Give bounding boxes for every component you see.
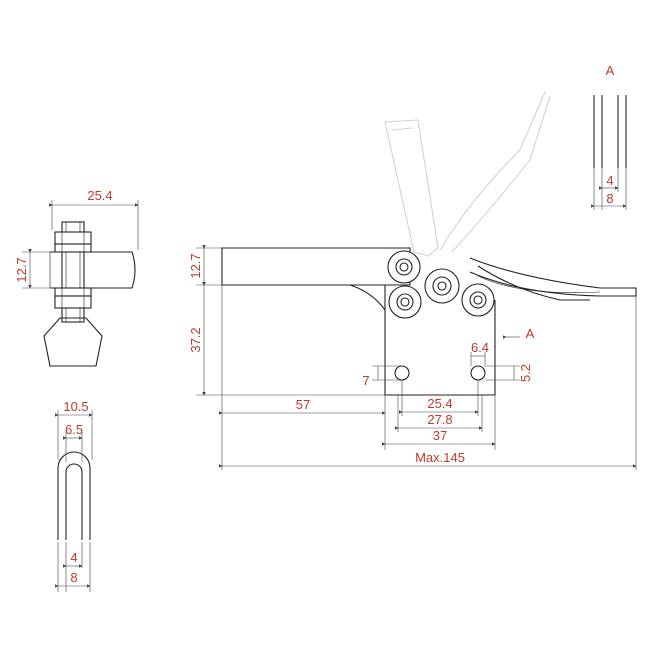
- dim-slot-hole: 6.4: [471, 340, 489, 355]
- dim-fork-w-inner: 4: [70, 550, 77, 565]
- dim-hole-spacing: 25.4: [427, 396, 452, 411]
- dim-top-width: 25.4: [87, 188, 112, 203]
- dim-fork-inner: 6.5: [65, 422, 83, 437]
- dim-arm-length: 57: [296, 397, 310, 412]
- dim-slot-height: 5.2: [518, 364, 533, 382]
- fork-view: 10.5 6.5 4 8: [55, 399, 93, 592]
- section-arrow-label: A: [526, 326, 535, 341]
- ghost-handle: [384, 119, 439, 257]
- clamp-main-view: 12.7 37.2 7 57 25.4 27.8 37 Max.145 6.4: [188, 91, 637, 470]
- dim-overall-length: Max.145: [415, 450, 465, 465]
- dim-base-inner: 27.8: [427, 412, 452, 427]
- dim-section-inner: 4: [606, 173, 613, 188]
- dim-arm-height: 12.7: [188, 253, 203, 278]
- dim-hole-offset: 7: [362, 373, 369, 388]
- dim-left-height: 12.7: [14, 257, 29, 282]
- section-label: A: [606, 63, 615, 78]
- section-a-view: A 4 8: [591, 63, 627, 210]
- dim-base-height: 37.2: [188, 327, 203, 352]
- dim-base-width: 37: [433, 428, 447, 443]
- spindle-side-view: 25.4 12.7: [14, 188, 139, 367]
- dim-fork-outer: 10.5: [63, 399, 88, 414]
- dim-fork-w-outer: 8: [70, 570, 77, 585]
- dim-section-outer: 8: [606, 191, 613, 206]
